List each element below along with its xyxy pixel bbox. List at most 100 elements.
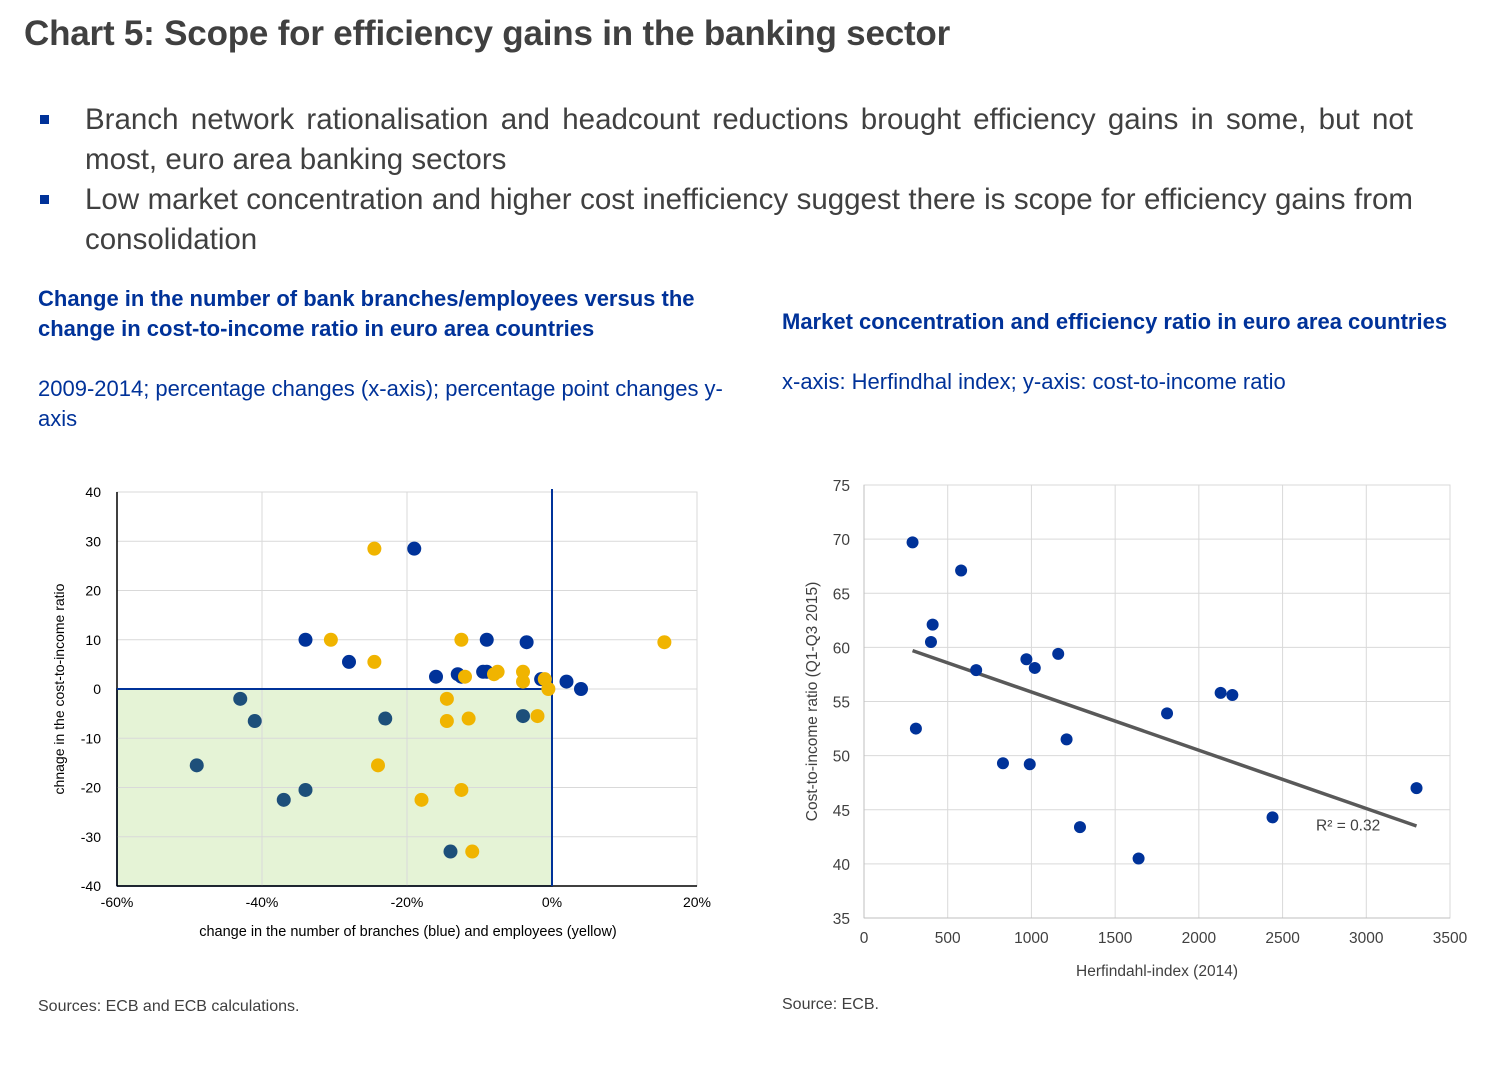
data-point — [1161, 707, 1174, 720]
y-tick-label: 40 — [85, 484, 101, 500]
data-point — [458, 669, 472, 684]
data-point — [909, 722, 922, 735]
data-point — [516, 674, 530, 689]
x-tick-label: 1000 — [1014, 930, 1049, 947]
data-point — [247, 714, 262, 729]
data-point — [559, 674, 574, 689]
data-point — [414, 792, 429, 807]
bullet-list: Branch network rationalisation and headc… — [38, 100, 1413, 260]
x-tick-label: 0% — [542, 894, 562, 910]
data-point — [1028, 661, 1041, 674]
right-chart-subtitle: x-axis: Herfindhal index; y-axis: cost-t… — [782, 369, 1286, 394]
data-point — [1410, 782, 1423, 795]
data-point — [1226, 689, 1239, 702]
page-title: Chart 5: Scope for efficiency gains in t… — [24, 14, 951, 53]
data-point — [519, 635, 534, 650]
y-tick-label: 70 — [833, 532, 851, 549]
data-point — [342, 654, 356, 669]
data-point — [1023, 758, 1036, 771]
data-point — [454, 782, 469, 797]
x-tick-label: 3500 — [1433, 930, 1468, 947]
data-point — [407, 541, 422, 556]
y-tick-label: 30 — [85, 533, 101, 549]
x-axis-label: change in the number of branches (blue) … — [199, 924, 617, 940]
x-tick-label: 2000 — [1182, 930, 1217, 947]
y-tick-label: 75 — [833, 478, 850, 495]
data-point — [461, 711, 476, 726]
y-tick-label: -40 — [81, 878, 101, 894]
branches-employees-scatter-chart: 40 30 20 10 0 -10 -20 -30 -40-60% -40% -20% 0% 20% ch… — [51, 484, 711, 940]
data-point — [298, 782, 313, 797]
data-point — [429, 669, 443, 684]
left-chart-subtitle: 2009-2014; percentage changes (x-axis); … — [38, 376, 723, 431]
data-point — [970, 664, 983, 677]
data-point — [924, 635, 937, 648]
y-tick-label: 65 — [833, 586, 850, 603]
x-tick-label: -60% — [101, 894, 134, 910]
square-bullet-icon — [40, 195, 49, 204]
y-tick-label: 0 — [93, 681, 101, 697]
data-point — [439, 714, 454, 729]
x-tick-label: -20% — [391, 894, 424, 910]
data-point — [189, 758, 204, 773]
data-point — [1052, 647, 1065, 660]
data-point — [1060, 733, 1073, 746]
y-tick-label: 40 — [833, 857, 851, 874]
right-chart-title: Market concentration and efficiency rati… — [782, 309, 1448, 334]
data-point — [454, 632, 469, 647]
bullet-text: Branch network rationalisation and headc… — [85, 103, 1413, 176]
data-point — [530, 709, 545, 724]
x-tick-label: 500 — [935, 930, 961, 947]
bullet-item: Branch network rationalisation and headc… — [38, 100, 1413, 180]
x-tick-label: 2500 — [1265, 930, 1300, 947]
bullet-text: Low market concentration and higher cost… — [85, 183, 1413, 256]
data-point — [276, 792, 291, 807]
data-point — [906, 536, 919, 549]
data-point — [371, 758, 385, 773]
x-tick-label: 20% — [683, 894, 711, 910]
y-tick-label: 35 — [833, 911, 850, 928]
data-point — [233, 691, 248, 706]
data-point — [541, 682, 556, 696]
y-tick-label: 50 — [833, 749, 851, 766]
x-tick-label: 3000 — [1349, 930, 1384, 947]
x-tick-label: 0 — [860, 930, 869, 947]
y-tick-label: -30 — [81, 829, 101, 845]
data-point — [443, 844, 458, 859]
data-point — [1214, 686, 1227, 699]
x-tick-label: 1500 — [1098, 930, 1133, 947]
data-point — [490, 664, 505, 679]
x-tick-label: -40% — [246, 894, 279, 910]
square-bullet-icon — [40, 115, 49, 124]
data-point — [439, 691, 454, 706]
x-axis-label: Herfindahl-index (2014) — [1076, 963, 1238, 980]
y-tick-label: -20 — [81, 780, 101, 796]
y-tick-label: 55 — [833, 695, 850, 712]
y-axis-label: Cost-to-income ratio (Q1-Q3 2015) — [804, 582, 821, 821]
data-point — [516, 664, 530, 679]
data-point — [465, 844, 480, 859]
data-point — [1020, 653, 1033, 666]
data-point — [516, 709, 530, 724]
data-point — [367, 654, 382, 669]
y-tick-label: 20 — [85, 583, 101, 599]
r-squared-annotation: R² = 0.32 — [1316, 817, 1380, 834]
trendline — [911, 648, 1418, 828]
y-tick-label: 10 — [85, 632, 101, 648]
y-tick-label: 60 — [833, 640, 851, 657]
data-point — [367, 541, 382, 556]
data-point — [1266, 811, 1279, 824]
data-point — [955, 564, 968, 577]
right-chart-source: Source: ECB. — [782, 996, 879, 1013]
data-point — [323, 632, 338, 647]
data-point — [574, 682, 588, 696]
data-point — [1132, 852, 1145, 865]
bullet-item: Low market concentration and higher cost… — [38, 180, 1413, 260]
data-point — [378, 711, 393, 726]
data-point — [996, 757, 1009, 770]
herfindahl-scatter-chart: 35 40 45 50 55 60 65 70 75 0 500 1000 1500 2000 2500 30… — [804, 478, 1468, 980]
left-chart-title: Change in the number of bank branches/em… — [38, 286, 695, 341]
y-tick-label: -10 — [81, 730, 101, 746]
data-point — [298, 632, 313, 647]
y-tick-label: 45 — [833, 803, 850, 820]
